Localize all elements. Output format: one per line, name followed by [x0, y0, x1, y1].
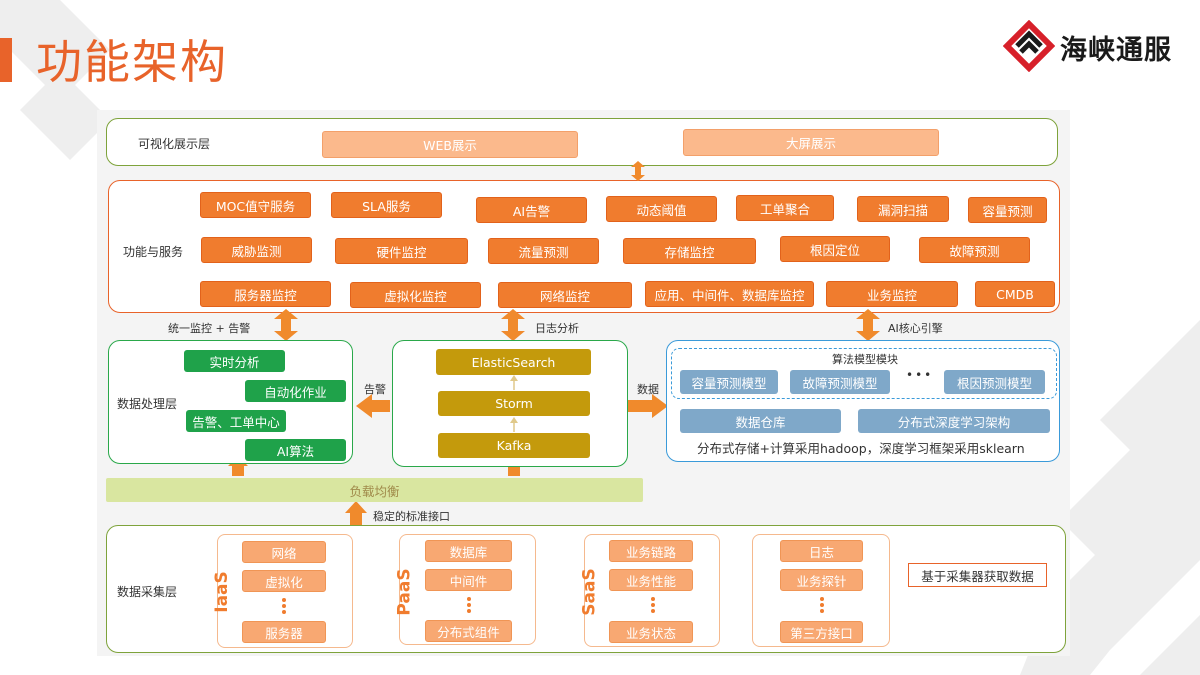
page-title: 功能架构	[36, 35, 228, 89]
service-item: 网络监控	[498, 282, 632, 308]
double-arrow-icon	[856, 309, 880, 341]
service-item: 容量预测	[968, 197, 1047, 223]
ai-engine-block	[666, 340, 1060, 462]
ellipsis-icon	[651, 597, 655, 615]
double-arrow-icon	[501, 309, 525, 341]
service-item: CMDB	[975, 281, 1055, 307]
brand-name: 海峡通服	[1060, 35, 1172, 66]
service-item: 工单聚合	[736, 195, 834, 221]
ai-block-note: 分布式存储+计算采用hadoop，深度学习框架采用sklearn	[697, 441, 1025, 456]
collect-item: 分布式组件	[425, 620, 512, 642]
double-arrow-icon	[274, 309, 298, 341]
double-arrow-icon	[631, 161, 645, 181]
service-item: 漏洞扫描	[857, 196, 949, 222]
collect-item: 业务状态	[609, 621, 693, 643]
service-item: 存储监控	[623, 238, 756, 264]
collect-item: 虚拟化	[242, 570, 326, 592]
connector-label: 数据	[637, 383, 659, 396]
title-accent-bar	[0, 38, 12, 82]
kafka-item: Kafka	[438, 433, 590, 458]
processing-item: 自动化作业	[245, 380, 346, 402]
bigscreen-display-item: 大屏展示	[683, 129, 939, 156]
service-item: 流量预测	[488, 238, 599, 264]
load-balance-bar: 负载均衡	[106, 478, 643, 502]
processing-item: AI算法	[245, 439, 346, 461]
service-item: 动态阈值	[606, 196, 717, 222]
collect-item: 数据库	[425, 540, 512, 562]
collect-item: 网络	[242, 541, 326, 563]
saas-label: SaaS	[579, 568, 600, 616]
processing-item: 告警、工单中心	[186, 410, 286, 432]
connector-label: 告警	[364, 383, 386, 396]
service-item: SLA服务	[331, 192, 442, 218]
model-module-box	[671, 348, 1057, 399]
service-item: 虚拟化监控	[350, 282, 481, 308]
service-item: MOC值守服务	[200, 192, 311, 218]
service-item: 故障预测	[919, 237, 1030, 263]
collect-item: 服务器	[242, 621, 326, 643]
model-module-title: 算法模型模块	[832, 353, 898, 366]
connector-label: 日志分析	[535, 322, 579, 335]
ellipsis-icon	[467, 597, 471, 615]
service-item: 硬件监控	[335, 238, 468, 264]
collect-layer-label: 数据采集层	[117, 585, 178, 599]
ellipsis-icon	[282, 598, 286, 616]
up-arrow-icon	[345, 501, 367, 525]
collect-item: 中间件	[425, 569, 512, 591]
connector-label: AI核心引擎	[888, 322, 943, 335]
brand-logo-icon	[1003, 20, 1055, 72]
collect-item: 业务探针	[780, 569, 863, 591]
paas-label: PaaS	[394, 568, 415, 616]
model-item: 根因预测模型	[944, 370, 1045, 394]
ellipsis-icon: •••	[906, 368, 934, 382]
service-item: AI告警	[476, 197, 587, 223]
processing-item: 实时分析	[184, 350, 285, 372]
service-item: 根因定位	[780, 236, 890, 262]
collect-item: 业务性能	[609, 569, 693, 591]
service-layer-label: 功能与服务	[123, 245, 184, 259]
right-arrow-icon	[628, 394, 668, 418]
service-item: 服务器监控	[200, 281, 331, 307]
web-display-item: WEB展示	[322, 131, 578, 158]
service-item: 应用、中间件、数据库监控	[645, 281, 814, 307]
collector-note: 基于采集器获取数据	[908, 563, 1047, 587]
log-collect-group	[752, 534, 890, 647]
collect-item: 日志	[780, 540, 863, 562]
connector-label: 统一监控 + 告警	[168, 322, 251, 335]
left-arrow-icon	[356, 394, 390, 418]
ellipsis-icon	[820, 597, 824, 615]
processing-layer-label: 数据处理层	[117, 397, 178, 411]
service-item: 业务监控	[826, 281, 958, 307]
storm-item: Storm	[438, 391, 590, 416]
service-item: 威胁监测	[201, 237, 312, 263]
iaas-label: IaaS	[211, 571, 232, 613]
model-item: 故障预测模型	[790, 370, 890, 394]
saas-group	[584, 534, 720, 647]
elasticsearch-item: ElasticSearch	[436, 349, 591, 375]
visual-layer-label: 可视化展示层	[138, 137, 211, 151]
collect-item: 业务链路	[609, 540, 693, 562]
collect-item: 第三方接口	[780, 621, 863, 643]
paas-group	[399, 534, 536, 645]
iaas-group	[217, 534, 353, 648]
model-item: 容量预测模型	[680, 370, 778, 394]
connector-label: 稳定的标准接口	[373, 510, 450, 523]
dl-framework-item: 分布式深度学习架构	[858, 409, 1050, 433]
data-warehouse-item: 数据仓库	[680, 409, 841, 433]
